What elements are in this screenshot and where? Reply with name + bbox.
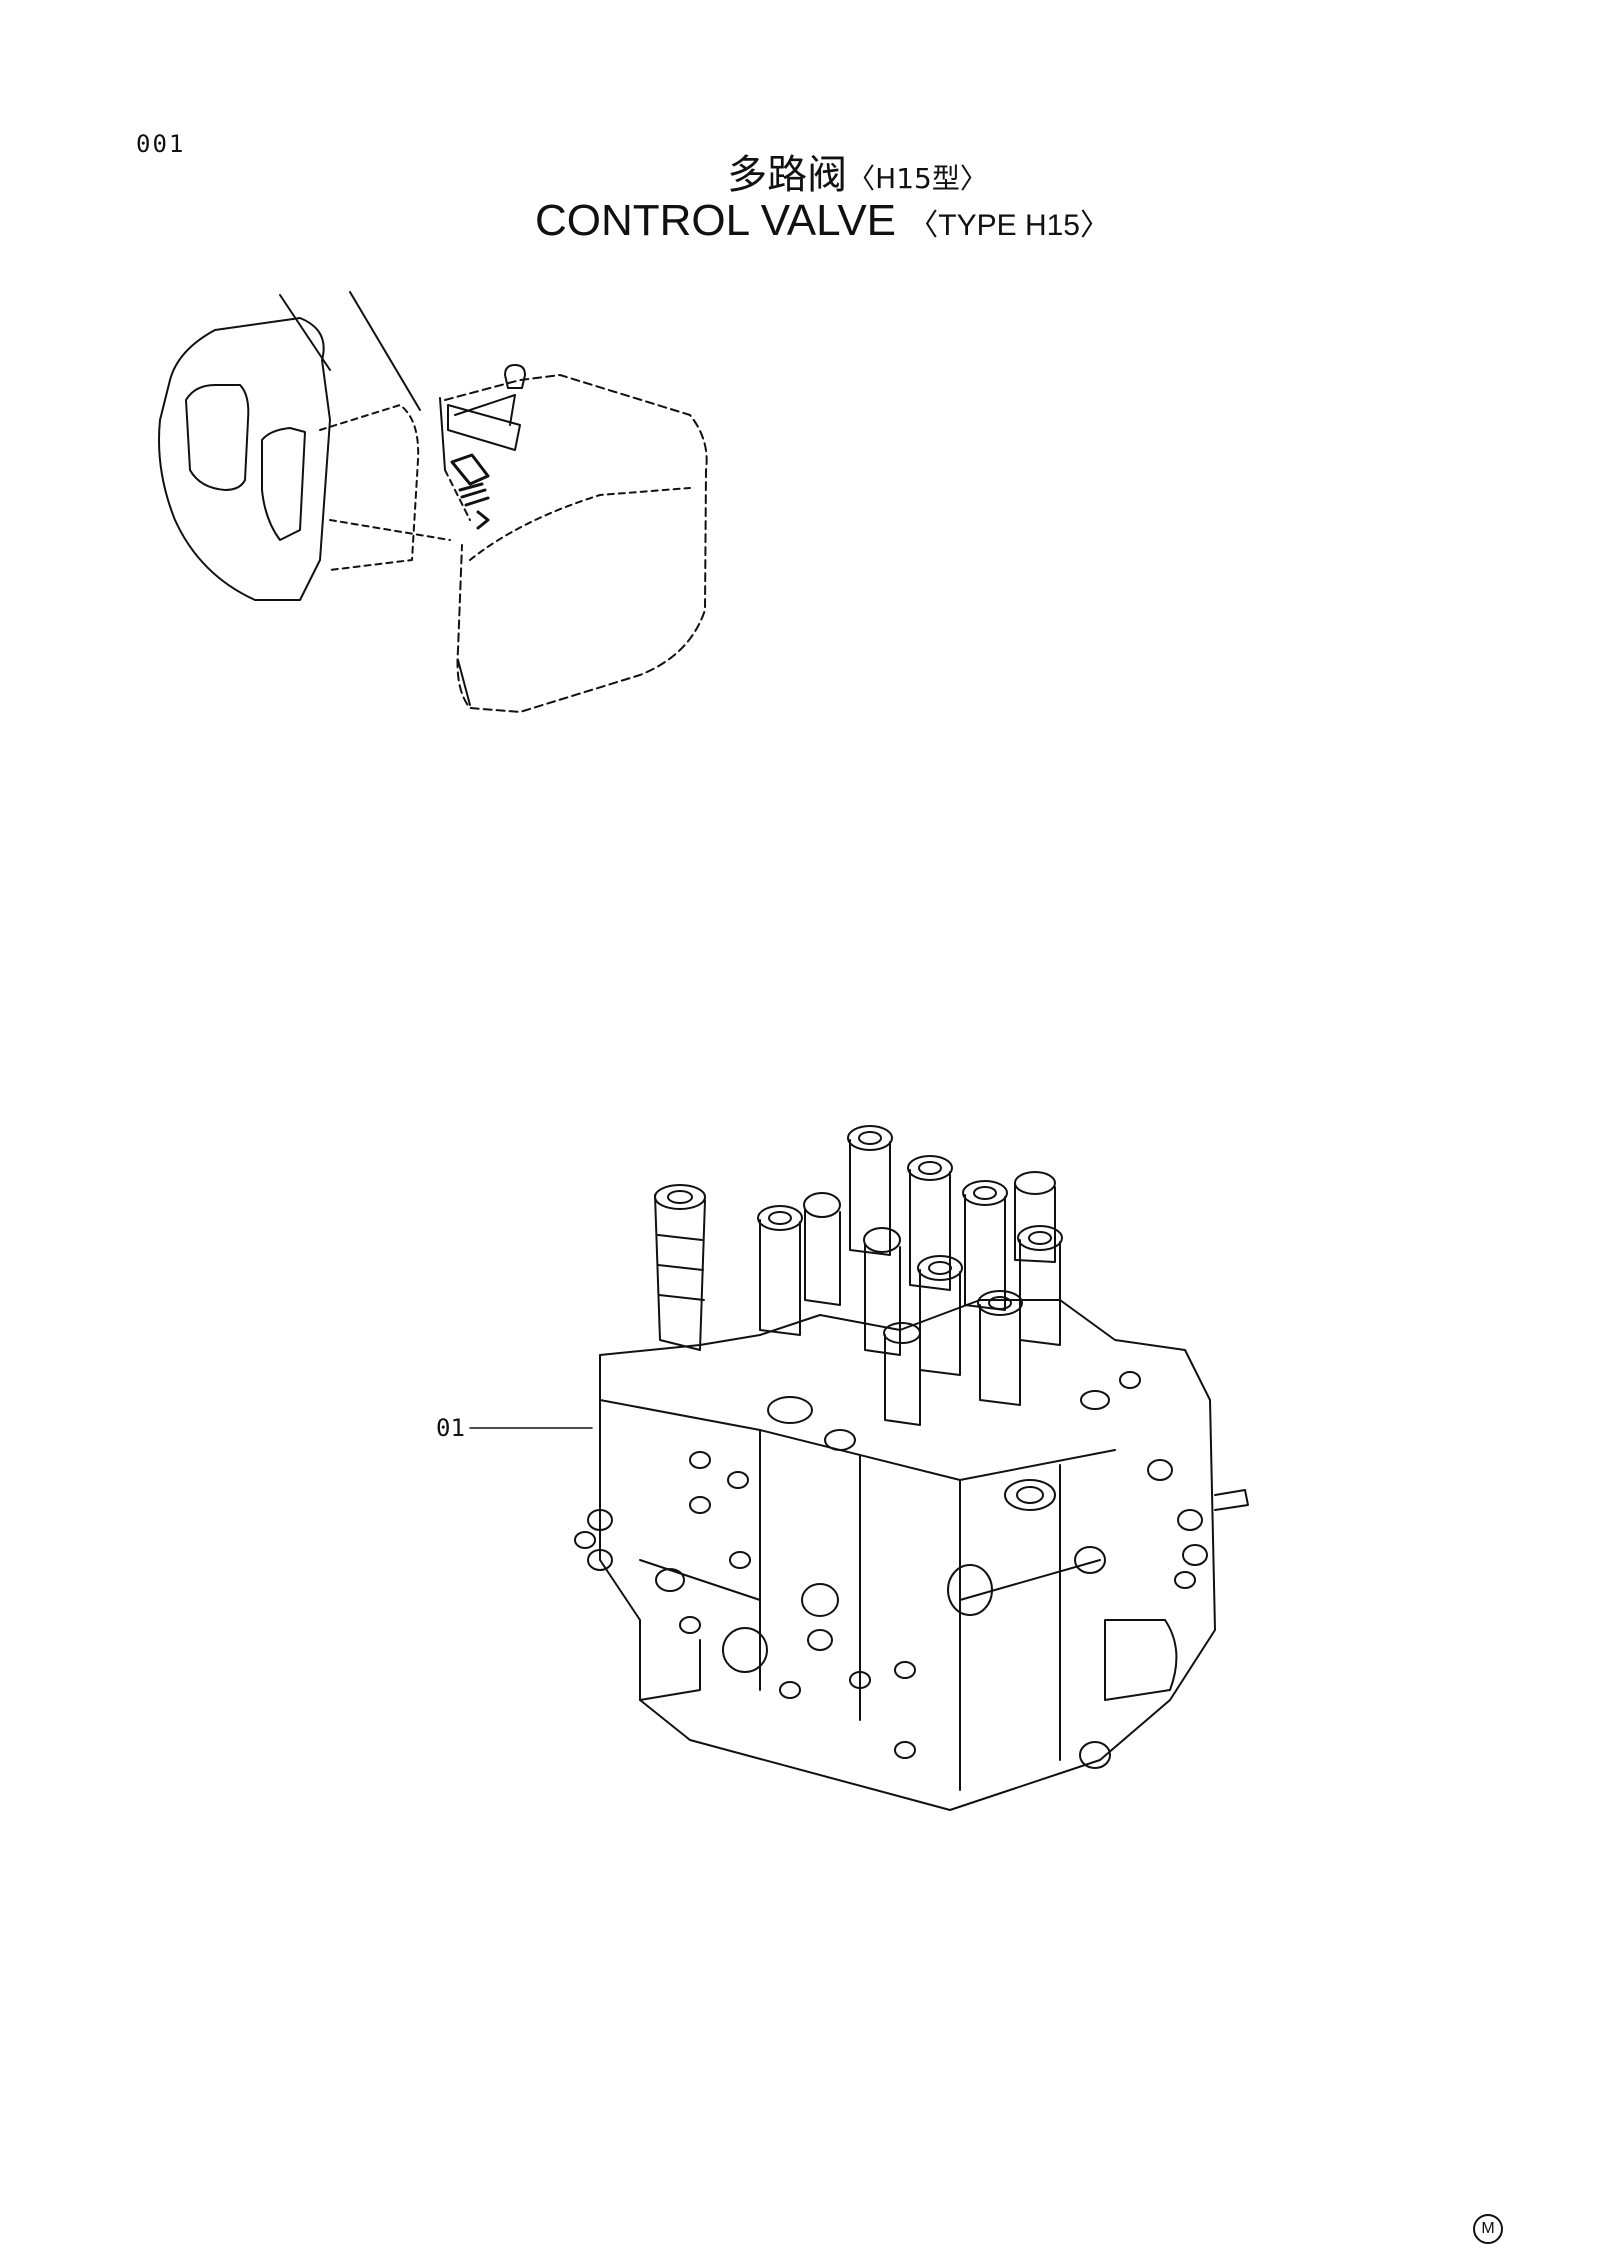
page-title-english: CONTROL VALVE 〈TYPE H15〉	[0, 196, 1605, 246]
ports-and-bolts	[574, 1371, 1208, 1769]
pilot-caps	[757, 1125, 1063, 1426]
title-cn-text: 多路阀	[727, 152, 848, 198]
title-cn-suffix: 〈H15型〉	[847, 162, 988, 195]
title-en-suffix: 〈TYPE H15〉	[908, 209, 1110, 242]
page-title-chinese: 多路阀〈H15型〉	[0, 142, 1605, 200]
excavator-locator-illustration	[158, 291, 708, 713]
page-number: 001	[136, 130, 186, 158]
title-en-text: CONTROL VALVE	[534, 196, 897, 245]
logo-mark	[450, 453, 490, 530]
manual-mark-badge: M	[1473, 2214, 1503, 2244]
callout-label-01: 01	[436, 1414, 465, 1442]
control-valve-illustration	[574, 1125, 1249, 1811]
